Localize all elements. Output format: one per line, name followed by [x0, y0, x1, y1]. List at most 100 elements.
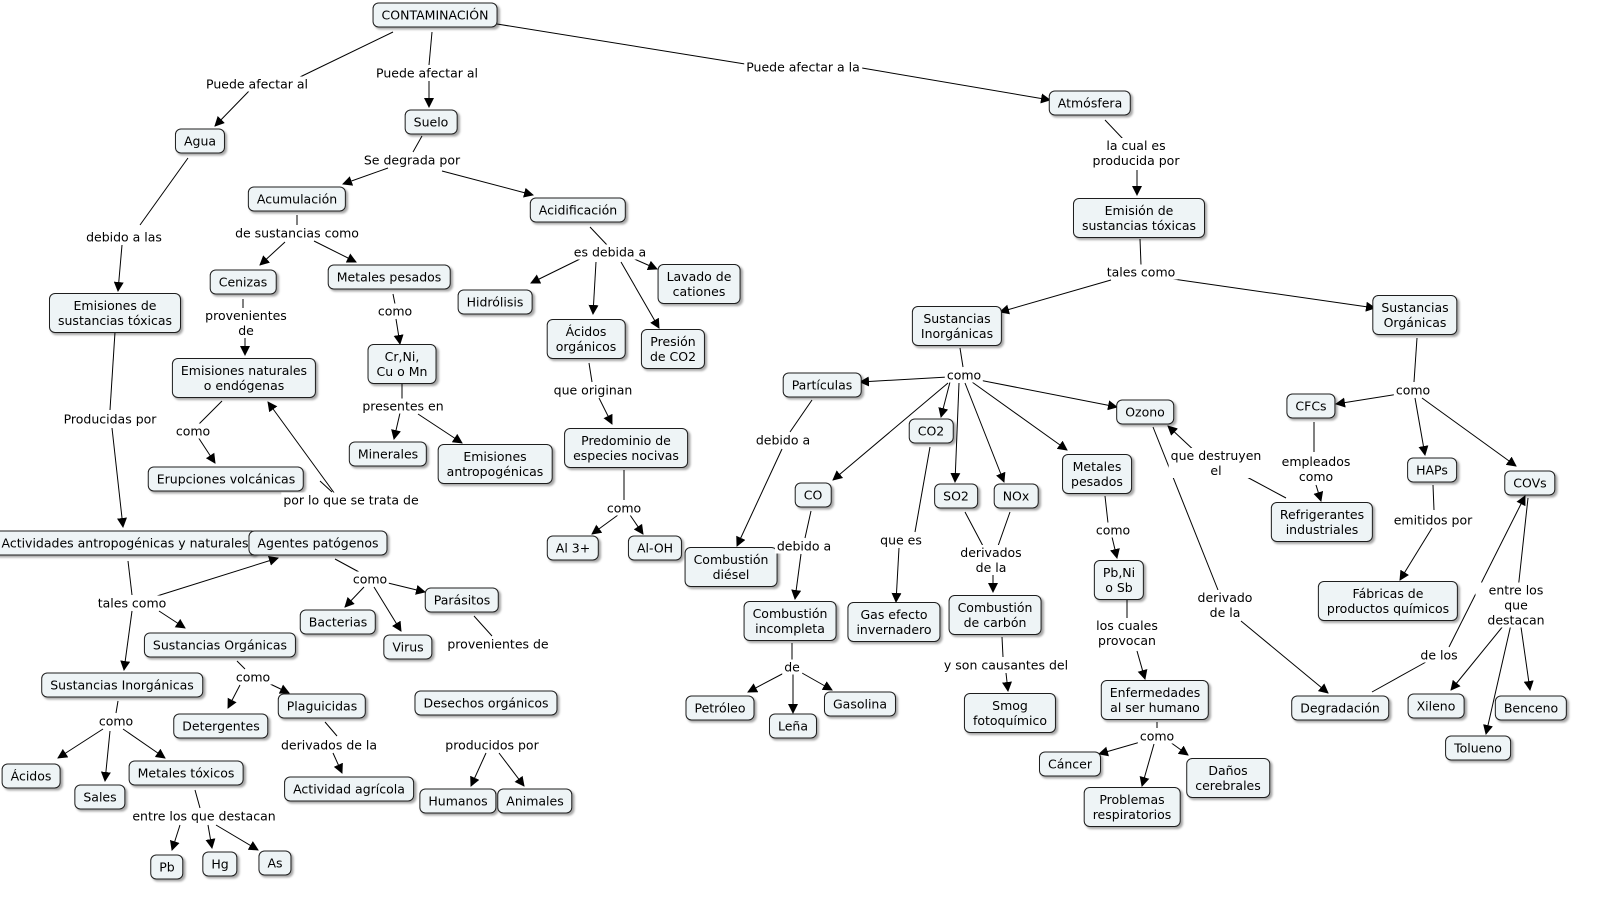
concept-sales: Sales — [74, 784, 126, 810]
concept-problemas-respiratorios: Problemas respiratorios — [1083, 787, 1181, 827]
connector-line — [1448, 495, 1526, 648]
connector-line — [392, 293, 396, 305]
connector-line — [1110, 536, 1120, 559]
connector-line — [959, 347, 964, 368]
concept-combustion-diesel: Combustión diésel — [684, 547, 778, 587]
concept-emisiones-toxicas-agua: Emisiones de sustancias tóxicas — [48, 293, 182, 333]
connector-line — [197, 436, 216, 464]
connector-line — [1483, 619, 1513, 735]
connector-line — [393, 318, 404, 345]
link-que-destruyen-el: que destruyen el — [1168, 448, 1264, 478]
connector-line — [496, 23, 746, 65]
connector-line — [127, 560, 133, 596]
concept-bacterias: Bacterias — [299, 609, 377, 635]
concept-erupciones-volcanicas: Erupciones volcánicas — [147, 466, 305, 492]
concept-humanos: Humanos — [419, 788, 497, 814]
concept-actividades: Actividades antropogénicas y naturales — [0, 530, 258, 556]
connector-line — [1169, 741, 1189, 756]
concept-as: As — [258, 850, 292, 876]
concept-agua: Agua — [174, 128, 226, 154]
concept-xileno: Xileno — [1407, 693, 1465, 719]
concept-combustion-carbon: Combustión de carbón — [948, 595, 1042, 635]
concept-virus: Virus — [383, 634, 433, 660]
link-como-organicas-agua: como — [233, 669, 273, 685]
connector-line — [1001, 636, 1004, 658]
connector-line — [1313, 484, 1324, 502]
concept-metales-pesados-atm: Metales pesados — [1062, 454, 1132, 494]
link-derivados-de-la-atm: derivados de la — [958, 545, 1024, 575]
connector-line — [498, 752, 525, 787]
connector-line — [997, 511, 1011, 547]
connector-line — [267, 401, 336, 495]
connector-line — [100, 730, 111, 782]
connector-line — [313, 240, 357, 263]
concept-acidos: Ácidos — [1, 763, 61, 789]
connector-line — [113, 244, 124, 292]
concept-cenizas: Cenizas — [209, 269, 277, 295]
connector-line — [1450, 619, 1509, 691]
connector-line — [441, 170, 534, 198]
concept-lavado-cationes: Lavado de cationes — [657, 264, 741, 304]
connector-line — [1104, 119, 1125, 141]
connector-line — [530, 257, 583, 284]
connector-line — [999, 279, 1112, 315]
link-debido-a-las: debido a las — [84, 229, 164, 245]
connector-line — [109, 331, 116, 411]
link-puede-agua: Puede afectar al — [204, 76, 310, 92]
connector-line — [964, 382, 1006, 483]
connector-line — [324, 721, 338, 737]
connector-line — [1517, 497, 1529, 591]
link-de-sustancias-como: de sustancias como — [233, 225, 361, 241]
connector-line — [156, 555, 279, 597]
concept-agentes-patogenos: Agentes patógenos — [248, 530, 388, 556]
connector-line — [169, 824, 181, 851]
connector-line — [978, 379, 1118, 411]
link-de-combustion: de — [782, 659, 802, 675]
concept-combustion-incompleta: Combustión incompleta — [743, 601, 837, 641]
connector-line — [1104, 495, 1109, 524]
link-que-originan: que originan — [551, 382, 635, 398]
connector-line — [801, 672, 833, 691]
concept-cancer: Cáncer — [1038, 751, 1102, 777]
connector-line — [1413, 337, 1418, 383]
concept-contaminacion: CONTAMINACIÓN — [372, 2, 498, 28]
connector-line — [139, 157, 189, 226]
connector-line — [373, 586, 402, 632]
connector-line — [334, 558, 360, 573]
link-como-predominio: como — [604, 500, 644, 516]
concept-smog-fotoquimico: Smog fotoquímico — [963, 693, 1057, 733]
concept-nox: NOx — [993, 483, 1039, 509]
concept-actividad-agricola: Actividad agrícola — [284, 776, 414, 802]
connector-line — [332, 752, 343, 774]
link-producidas-por: Producidas por — [61, 411, 159, 427]
concept-suelo: Suelo — [404, 109, 458, 135]
connector-line — [620, 261, 660, 329]
concept-al-oh: Al-OH — [627, 535, 683, 561]
connector-line — [589, 226, 609, 247]
connector-line — [227, 684, 241, 709]
concept-atmosfera: Atmósfera — [1048, 90, 1132, 116]
connector-line — [215, 824, 259, 851]
concept-petroleo: Petróleo — [685, 695, 755, 721]
concept-fabricas: Fábricas de productos químicos — [1317, 581, 1459, 621]
connector-line — [417, 413, 463, 444]
concept-metales-toxicos: Metales tóxicos — [128, 760, 244, 786]
connector-line — [1098, 740, 1145, 757]
link-debido-a-co: debido a — [774, 538, 834, 554]
concept-hidrolisis: Hidrólisis — [457, 289, 533, 315]
concept-hg: Hg — [202, 851, 238, 877]
link-como-inorganicas-agua: como — [96, 713, 136, 729]
link-que-es: que es — [878, 532, 924, 548]
concept-emisiones-naturales: Emisiones naturales o endógenas — [171, 358, 317, 398]
concept-lena: Leña — [768, 713, 818, 739]
link-de-los: de los — [1418, 647, 1460, 663]
connector-line — [1399, 527, 1433, 581]
link-provenientes-de-parasitos: provenientes de — [445, 636, 551, 652]
connector-line — [1414, 397, 1429, 456]
concept-so2: SO2 — [934, 483, 978, 509]
connector-line — [1136, 650, 1148, 680]
concept-pb-ni-sb: Pb,Ni o Sb — [1093, 560, 1145, 600]
connector-line — [971, 381, 1068, 451]
